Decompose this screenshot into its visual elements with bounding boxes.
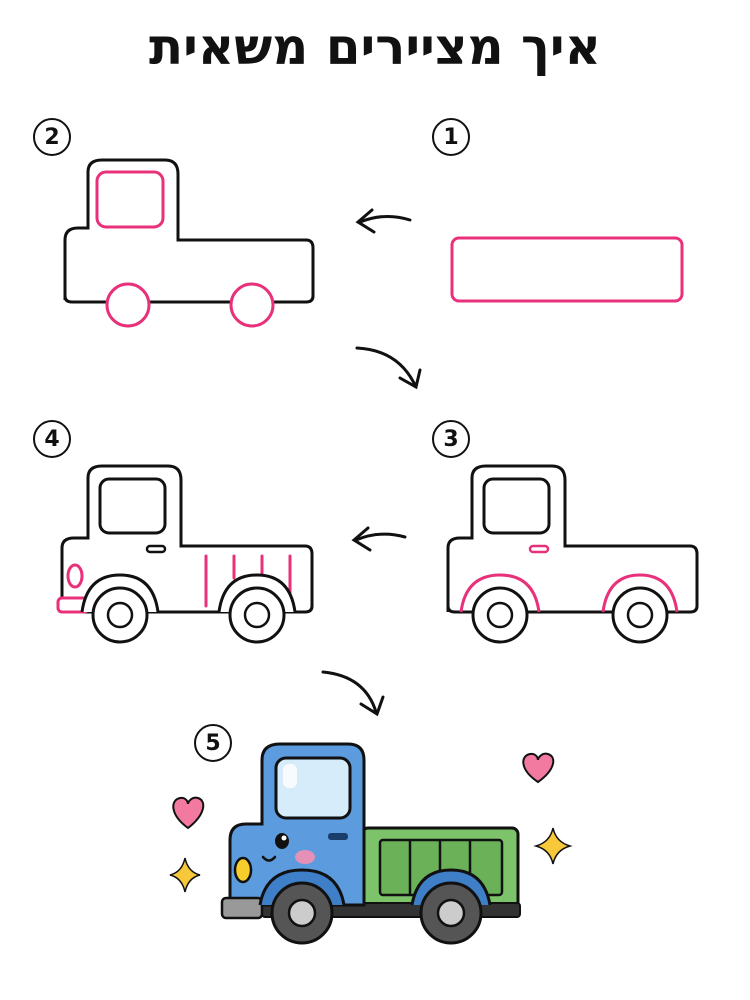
arrow-curve-down-icon	[355, 346, 422, 390]
heart-icon	[522, 752, 555, 784]
step-5-colored-truck	[220, 742, 521, 945]
arrow-curve-down-icon	[321, 670, 385, 717]
step-badge-3: 3	[432, 420, 470, 458]
sparkle-icon	[533, 827, 573, 865]
step-badge-4: 4	[33, 420, 71, 458]
step-3-truck	[446, 464, 699, 644]
heart-icon	[172, 796, 205, 830]
step-1-rectangle	[450, 236, 684, 303]
step-badge-5: 5	[194, 724, 232, 762]
step-4-truck	[56, 464, 314, 644]
step-2-truck	[63, 158, 315, 328]
arrow-left-icon	[351, 526, 407, 552]
step-badge-2: 2	[33, 118, 71, 156]
sparkle-icon	[169, 857, 201, 893]
arrow-left-icon	[355, 208, 412, 234]
page-title: איך מציירים משאית	[148, 18, 602, 76]
step-badge-1: 1	[432, 118, 470, 156]
